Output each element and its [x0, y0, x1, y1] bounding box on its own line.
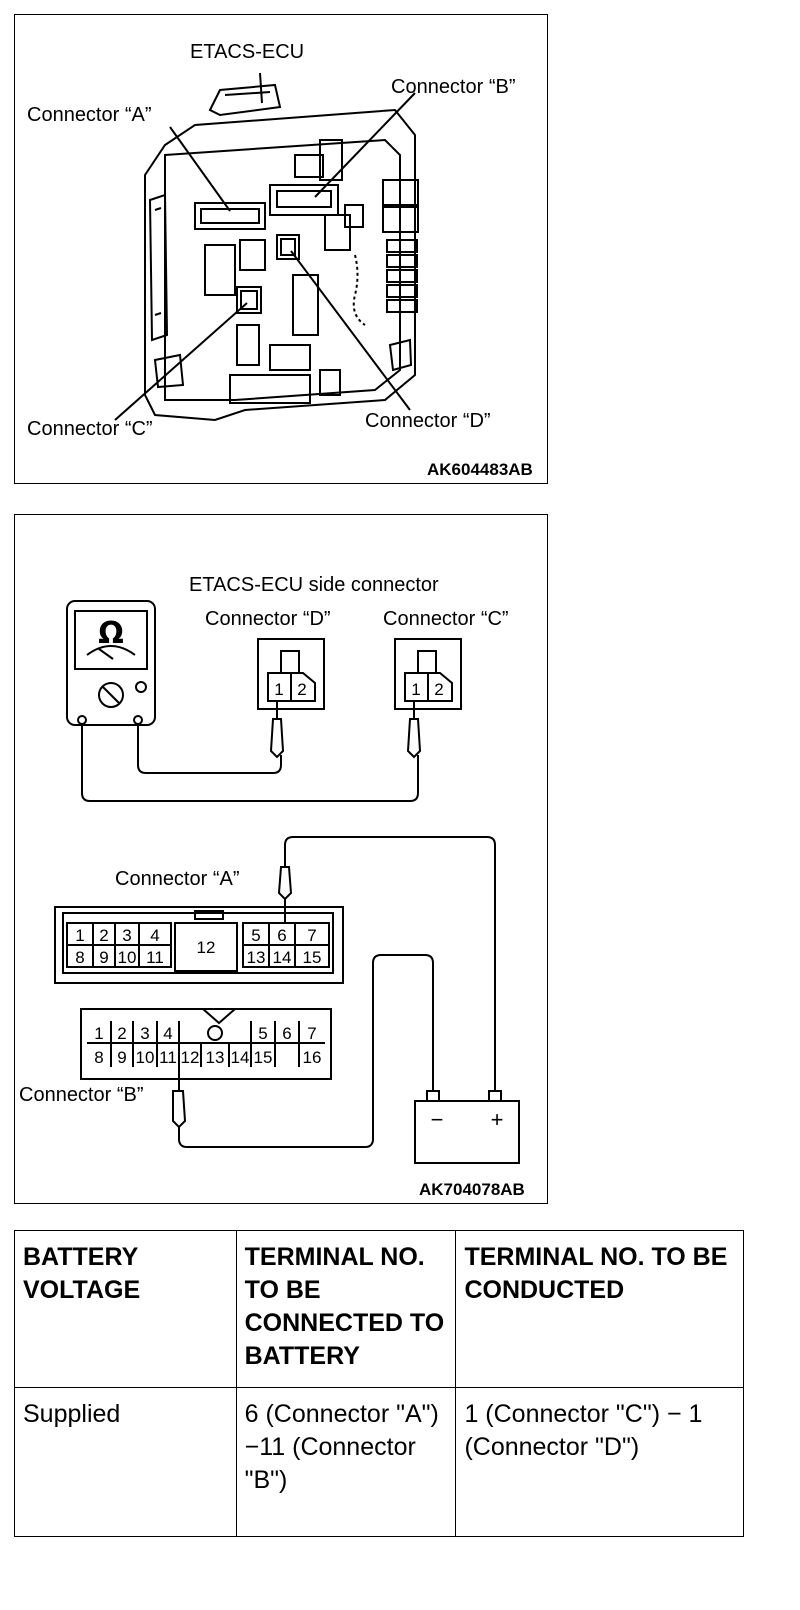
- connector-a-pin: 8: [75, 948, 84, 967]
- connector-a-pin-center: 12: [197, 938, 216, 957]
- connector-b-pin: 15: [254, 1048, 273, 1067]
- connector-a-pin: 1: [75, 926, 84, 945]
- battery-minus-sign: −: [431, 1107, 444, 1132]
- table-header-row: BATTERY VOLTAGE TERMINAL NO. TO BE CONNE…: [14, 1230, 744, 1388]
- figure-code: AK604483AB: [427, 460, 533, 479]
- ecu-drawing: ETACS-ECU Connector “A” Connector “B” Co…: [27, 41, 533, 479]
- connector-d-label: Connector “D”: [365, 410, 491, 432]
- connector-a-pin: 2: [99, 926, 108, 945]
- connector-c-label: Connector “C”: [27, 418, 153, 440]
- connector-b-pin: 8: [94, 1048, 103, 1067]
- connector-a-pin: 14: [273, 948, 292, 967]
- connector-b-pin: 3: [140, 1024, 149, 1043]
- ecu-location-figure: ETACS-ECU Connector “A” Connector “B” Co…: [14, 14, 548, 484]
- probe-c: [406, 718, 422, 759]
- meter-lead-c: [81, 725, 419, 802]
- connector-d-label: Connector “D”: [205, 608, 331, 630]
- connector-a-label: Connector “A”: [27, 104, 152, 126]
- connector-a-pin: 13: [247, 948, 266, 967]
- meter-lead-d: [137, 725, 282, 774]
- connector-b-pin: 9: [117, 1048, 126, 1067]
- figure-code: AK704078AB: [419, 1180, 525, 1199]
- cell-terminal-conducted: 1 (Connector "C") − 1 (Connector "D"): [455, 1387, 744, 1537]
- connector-c-label: Connector “C”: [383, 608, 509, 630]
- connector-a-pin: 15: [303, 948, 322, 967]
- connector-d-pin-2: 2: [297, 680, 306, 699]
- connector-c-pin-1: 1: [411, 680, 420, 699]
- connector-a-pin: 9: [99, 948, 108, 967]
- leader-ecu: [259, 72, 263, 104]
- connector-b-label: Connector “B”: [391, 76, 516, 98]
- battery-plus-sign: +: [491, 1107, 504, 1132]
- test-wiring-figure: ETACS-ECU side connector Connector “D” C…: [14, 514, 548, 1204]
- wire-battery-minus: [178, 954, 434, 1148]
- connector-a-pin: 6: [277, 926, 286, 945]
- connector-a-pin: 10: [118, 948, 137, 967]
- connector-b-pin: 2: [117, 1024, 126, 1043]
- connector-a-label: Connector “A”: [115, 868, 240, 890]
- probe-d: [269, 718, 285, 759]
- connector-a-pin: 3: [122, 926, 131, 945]
- wire-battery-plus: [284, 836, 496, 1095]
- ohmmeter-display: [74, 610, 148, 670]
- probe-b: [172, 1090, 187, 1129]
- connector-b-pin: 13: [206, 1048, 225, 1067]
- header-terminal-connected: TERMINAL NO. TO BE CONNECTED TO BATTERY: [235, 1230, 457, 1388]
- connector-c-pin-2: 2: [434, 680, 443, 699]
- connector-b-pin: 7: [307, 1024, 316, 1043]
- connector-a-pin: 4: [150, 926, 159, 945]
- ecu-title: ETACS-ECU: [190, 41, 304, 63]
- leader-connector-a: [169, 126, 231, 212]
- leader-connector-c: [114, 302, 248, 421]
- header-terminal-conducted: TERMINAL NO. TO BE CONDUCTED: [455, 1230, 744, 1388]
- connector-b-pin: 16: [303, 1048, 322, 1067]
- connector-b-pin: 4: [163, 1024, 172, 1043]
- table-row: Supplied 6 (Connector "A") −11 (Connecto…: [14, 1387, 744, 1537]
- connector-b-pin: 12: [181, 1048, 200, 1067]
- battery: [414, 1100, 520, 1164]
- connector-b-pin: 5: [258, 1024, 267, 1043]
- ohm-symbol: Ω: [98, 616, 124, 651]
- leader-connector-b: [314, 92, 416, 198]
- connector-b-pin: 11: [159, 1048, 177, 1067]
- header-battery-voltage: BATTERY VOLTAGE: [14, 1230, 237, 1388]
- connector-a-pin: 7: [307, 926, 316, 945]
- ohmmeter-dial: [98, 682, 124, 708]
- connector-b-pin: 14: [231, 1048, 250, 1067]
- connector-a-pin: 5: [251, 926, 260, 945]
- connector-b-label: Connector “B”: [19, 1084, 144, 1106]
- inspection-table: BATTERY VOLTAGE TERMINAL NO. TO BE CONNE…: [14, 1230, 744, 1537]
- wiring-drawing: ETACS-ECU side connector Connector “D” C…: [19, 574, 525, 1199]
- connector-d-pin-1: 1: [274, 680, 283, 699]
- leader-connector-d: [290, 250, 411, 411]
- cell-battery-voltage: Supplied: [14, 1387, 237, 1537]
- probe-a: [277, 866, 293, 901]
- connector-b-pin: 10: [136, 1048, 155, 1067]
- connector-b-pin: 6: [282, 1024, 291, 1043]
- cell-terminal-connected: 6 (Connector "A") −11 (Connector "B"): [235, 1387, 457, 1537]
- connector-a-pin: 11: [146, 948, 164, 967]
- side-connector-label: ETACS-ECU side connector: [189, 574, 439, 596]
- connector-b-pin: 1: [94, 1024, 103, 1043]
